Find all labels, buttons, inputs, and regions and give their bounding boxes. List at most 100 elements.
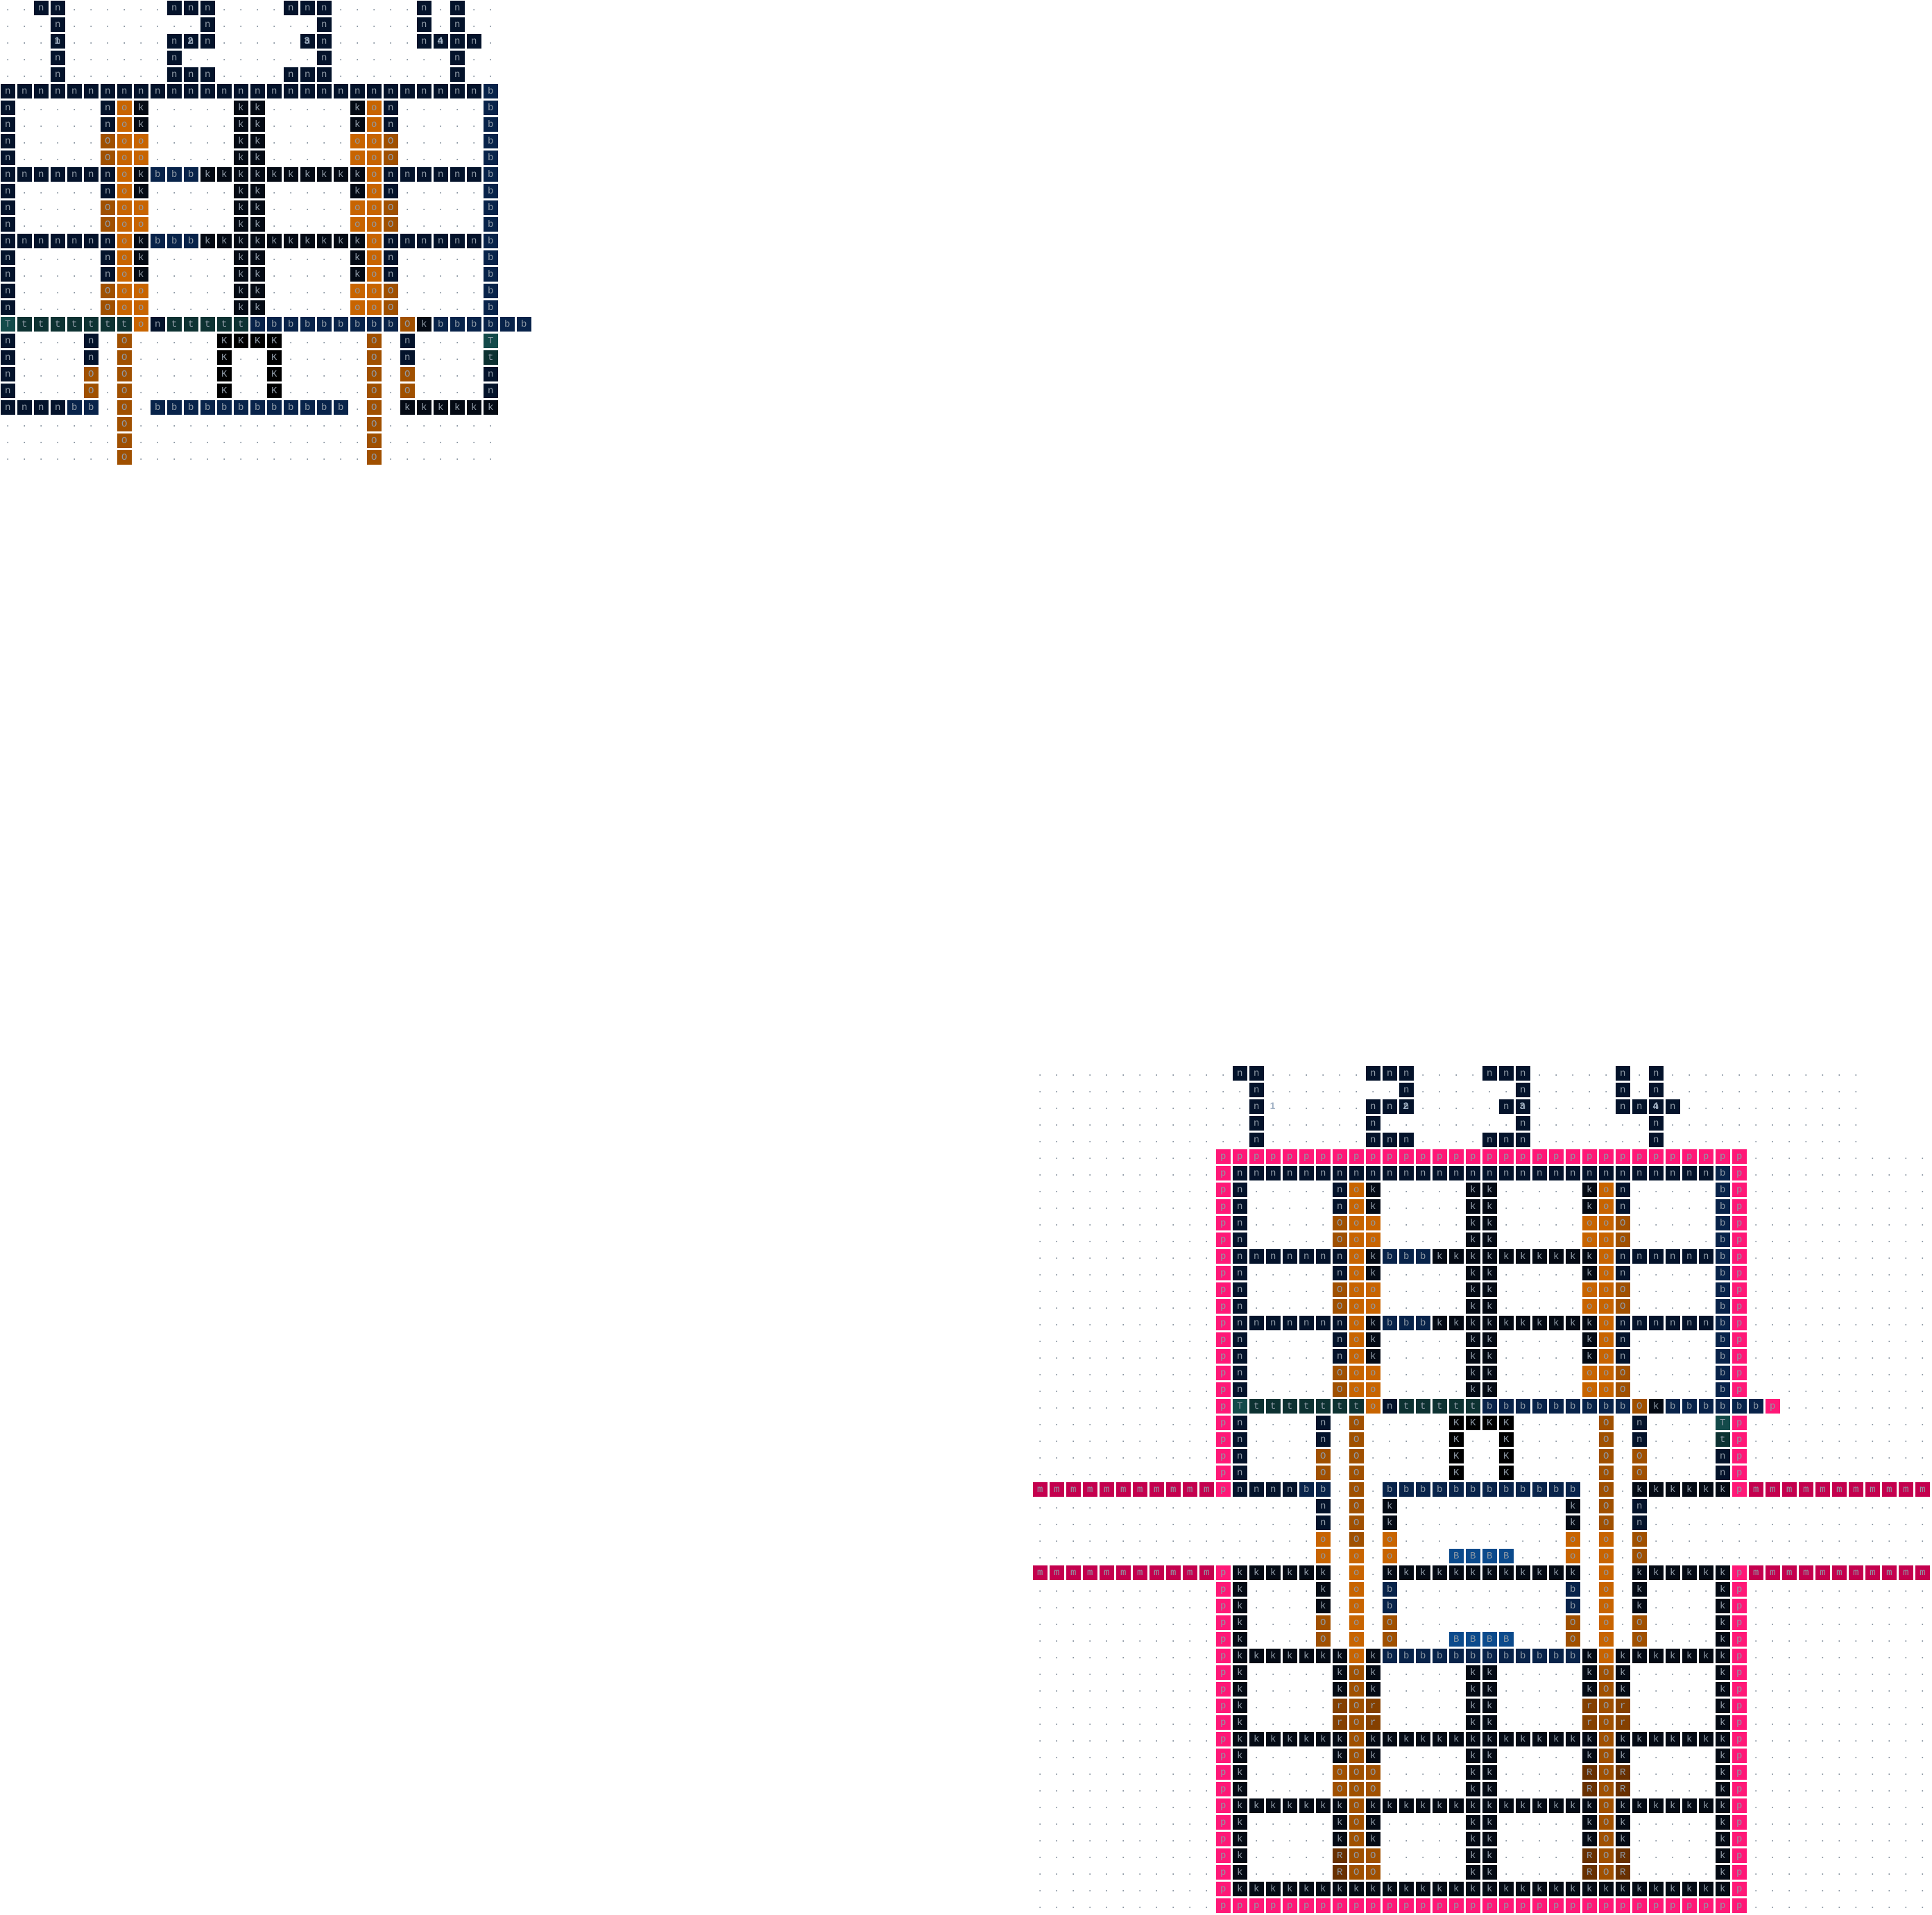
grid-cell [117,234,132,248]
grid-cell [1566,1166,1580,1180]
grid-cell [1249,1732,1264,1746]
grid-cell [101,250,115,265]
grid-cell [317,1,332,15]
grid-cell [484,400,498,415]
grid-cell [1582,1832,1597,1846]
grid-cell [1666,1732,1680,1746]
grid-cell [101,184,115,198]
grid-row-code: .................n.O.k..........k.O.n...… [1037,1518,1932,1529]
grid-cell [1582,1765,1597,1780]
grid-cell [217,350,232,365]
grid-cell [384,234,398,248]
grid-cell [101,200,115,215]
grid-row-code: ...........pk.....rOr.....kk.....rOr....… [1037,1701,1932,1712]
grid-cell [1499,1149,1514,1164]
grid-cell [484,134,498,148]
grid-cell [1349,1749,1364,1763]
grid-cell [267,384,282,398]
grid-cell [1233,1066,1247,1081]
grid-cell [1516,1882,1530,1896]
grid-cell [117,300,132,315]
grid-cell [1216,1299,1231,1314]
grid-cell [1732,1649,1747,1663]
grid-cell [1566,1399,1580,1414]
grid-cell [1616,1699,1630,1713]
grid-cell [1216,1865,1231,1880]
grid-cell [1699,1249,1713,1264]
grid-cell [1416,1565,1430,1580]
grid-cell [1249,1116,1264,1131]
grid-cell [1316,1532,1331,1547]
grid-cell [1466,1798,1480,1813]
grid-cell [51,400,65,415]
grid-cell [384,317,398,332]
grid-cell [1333,1299,1347,1314]
grid-row-code: ...........pk.....kOk.....kk.....kOk....… [1037,1817,1932,1828]
grid-cell [117,433,132,448]
grid-cell [1449,1316,1464,1330]
grid-cell [1199,1482,1214,1497]
grid-cell [134,151,148,165]
grid-cell [1716,1349,1730,1364]
grid-cell [200,234,215,248]
grid-cell [384,117,398,132]
grid-cell [1716,1382,1730,1397]
grid-cell [67,400,82,415]
grid-cell [1532,1482,1547,1497]
grid-cell [1632,1798,1647,1813]
grid-cell [1616,1066,1630,1081]
grid-cell [1482,1549,1497,1563]
grid-cell [1,217,15,232]
grid-cell [1549,1898,1564,1913]
grid-row-code: TtttttttontttttbbbbbbbbbOkbbbbbb [5,319,538,330]
grid-cell [1399,1482,1414,1497]
grid-cell [1216,1466,1231,1480]
grid-cell [484,367,498,381]
grid-cell [1732,1233,1747,1247]
grid-cell [1732,1449,1747,1463]
grid-cell [1716,1815,1730,1830]
grid-cell [1383,1582,1397,1597]
grid-cell [200,400,215,415]
grid-cell [1116,1565,1131,1580]
grid-cell [1649,1316,1664,1330]
grid-cell [1599,1316,1614,1330]
grid-cell [1599,1865,1614,1880]
grid-cell [1616,1399,1630,1414]
grid-cell [1349,1399,1364,1414]
grid-cell [1732,1815,1747,1830]
grid-cell [1349,1582,1364,1597]
grid-cell [1566,1798,1580,1813]
grid-cell [1616,1199,1630,1214]
grid-cell [1233,1382,1247,1397]
grid-cell [1616,1782,1630,1796]
grid-cell [234,317,248,332]
grid-cell [200,84,215,98]
grid-cell [1516,1316,1530,1330]
grid-cell [1699,1482,1713,1497]
grid-cell [1616,1815,1630,1830]
grid-cell [1433,1149,1447,1164]
grid-cell [134,284,148,298]
grid-cell [1383,1066,1397,1081]
grid-cell [267,350,282,365]
grid-cell [1649,1565,1664,1580]
grid-cell [151,400,165,415]
grid-cell [1216,1199,1231,1214]
grid-cell [1349,1715,1364,1730]
grid-cell [67,84,82,98]
grid-row-code: nnnnnnnokbbbkkkkkkkkkkonnnnnnb [5,169,505,180]
grid-cell [1333,1366,1347,1380]
grid-cell [400,384,415,398]
grid-cell [1516,1249,1530,1264]
grid-cell [350,300,365,315]
grid-cell [1233,1266,1247,1280]
grid-cell [484,300,498,315]
grid-cell [1616,1083,1630,1097]
grid-cell [1599,1166,1614,1180]
grid-cell [1482,1183,1497,1197]
grid-cell [250,167,265,182]
grid-cell [1616,1266,1630,1280]
grid-cell [317,400,332,415]
grid-cell [1349,1166,1364,1180]
